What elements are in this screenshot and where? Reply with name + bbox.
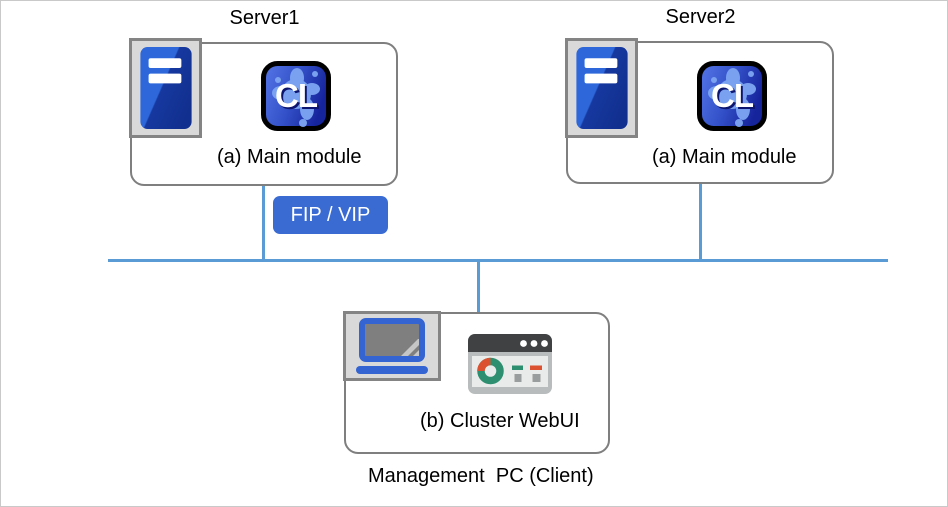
- cl-text: CL: [711, 77, 754, 114]
- cl-text: CL: [275, 77, 318, 114]
- cl-text-shadow: CL: [277, 79, 320, 116]
- management-pc-caption: Management PC (Client): [368, 465, 594, 487]
- cl-app-icon: CL CL: [696, 60, 768, 132]
- cl-text-shadow: CL: [713, 79, 756, 116]
- server-tower-graphic: [139, 47, 192, 129]
- cl-app-icon: CL CL: [260, 60, 332, 132]
- laptop-graphic: [356, 318, 428, 374]
- server2-module-label: (a) Main module: [652, 146, 797, 168]
- server-tower-icon: [565, 38, 638, 138]
- server2-title: Server2: [665, 6, 736, 28]
- fip-vip-badge: FIP / VIP: [273, 196, 388, 234]
- server-tower-icon: [129, 38, 202, 138]
- server1-module-label: (a) Main module: [217, 146, 362, 168]
- cluster-webui-label: (b) Cluster WebUI: [420, 410, 580, 432]
- cl-app-graphic: CL CL: [697, 61, 767, 131]
- network-line-server2: [699, 184, 702, 261]
- network-line-management-pc: [477, 262, 480, 313]
- network-line-horizontal: [108, 259, 888, 262]
- server-tower-graphic: [575, 47, 628, 129]
- server1-title: Server1: [229, 7, 300, 29]
- browser-dashboard-icon: [467, 333, 553, 395]
- browser-dashboard-graphic: [468, 334, 552, 394]
- cl-app-graphic: CL CL: [261, 61, 331, 131]
- network-line-server1: [262, 186, 265, 261]
- laptop-icon: [343, 311, 441, 381]
